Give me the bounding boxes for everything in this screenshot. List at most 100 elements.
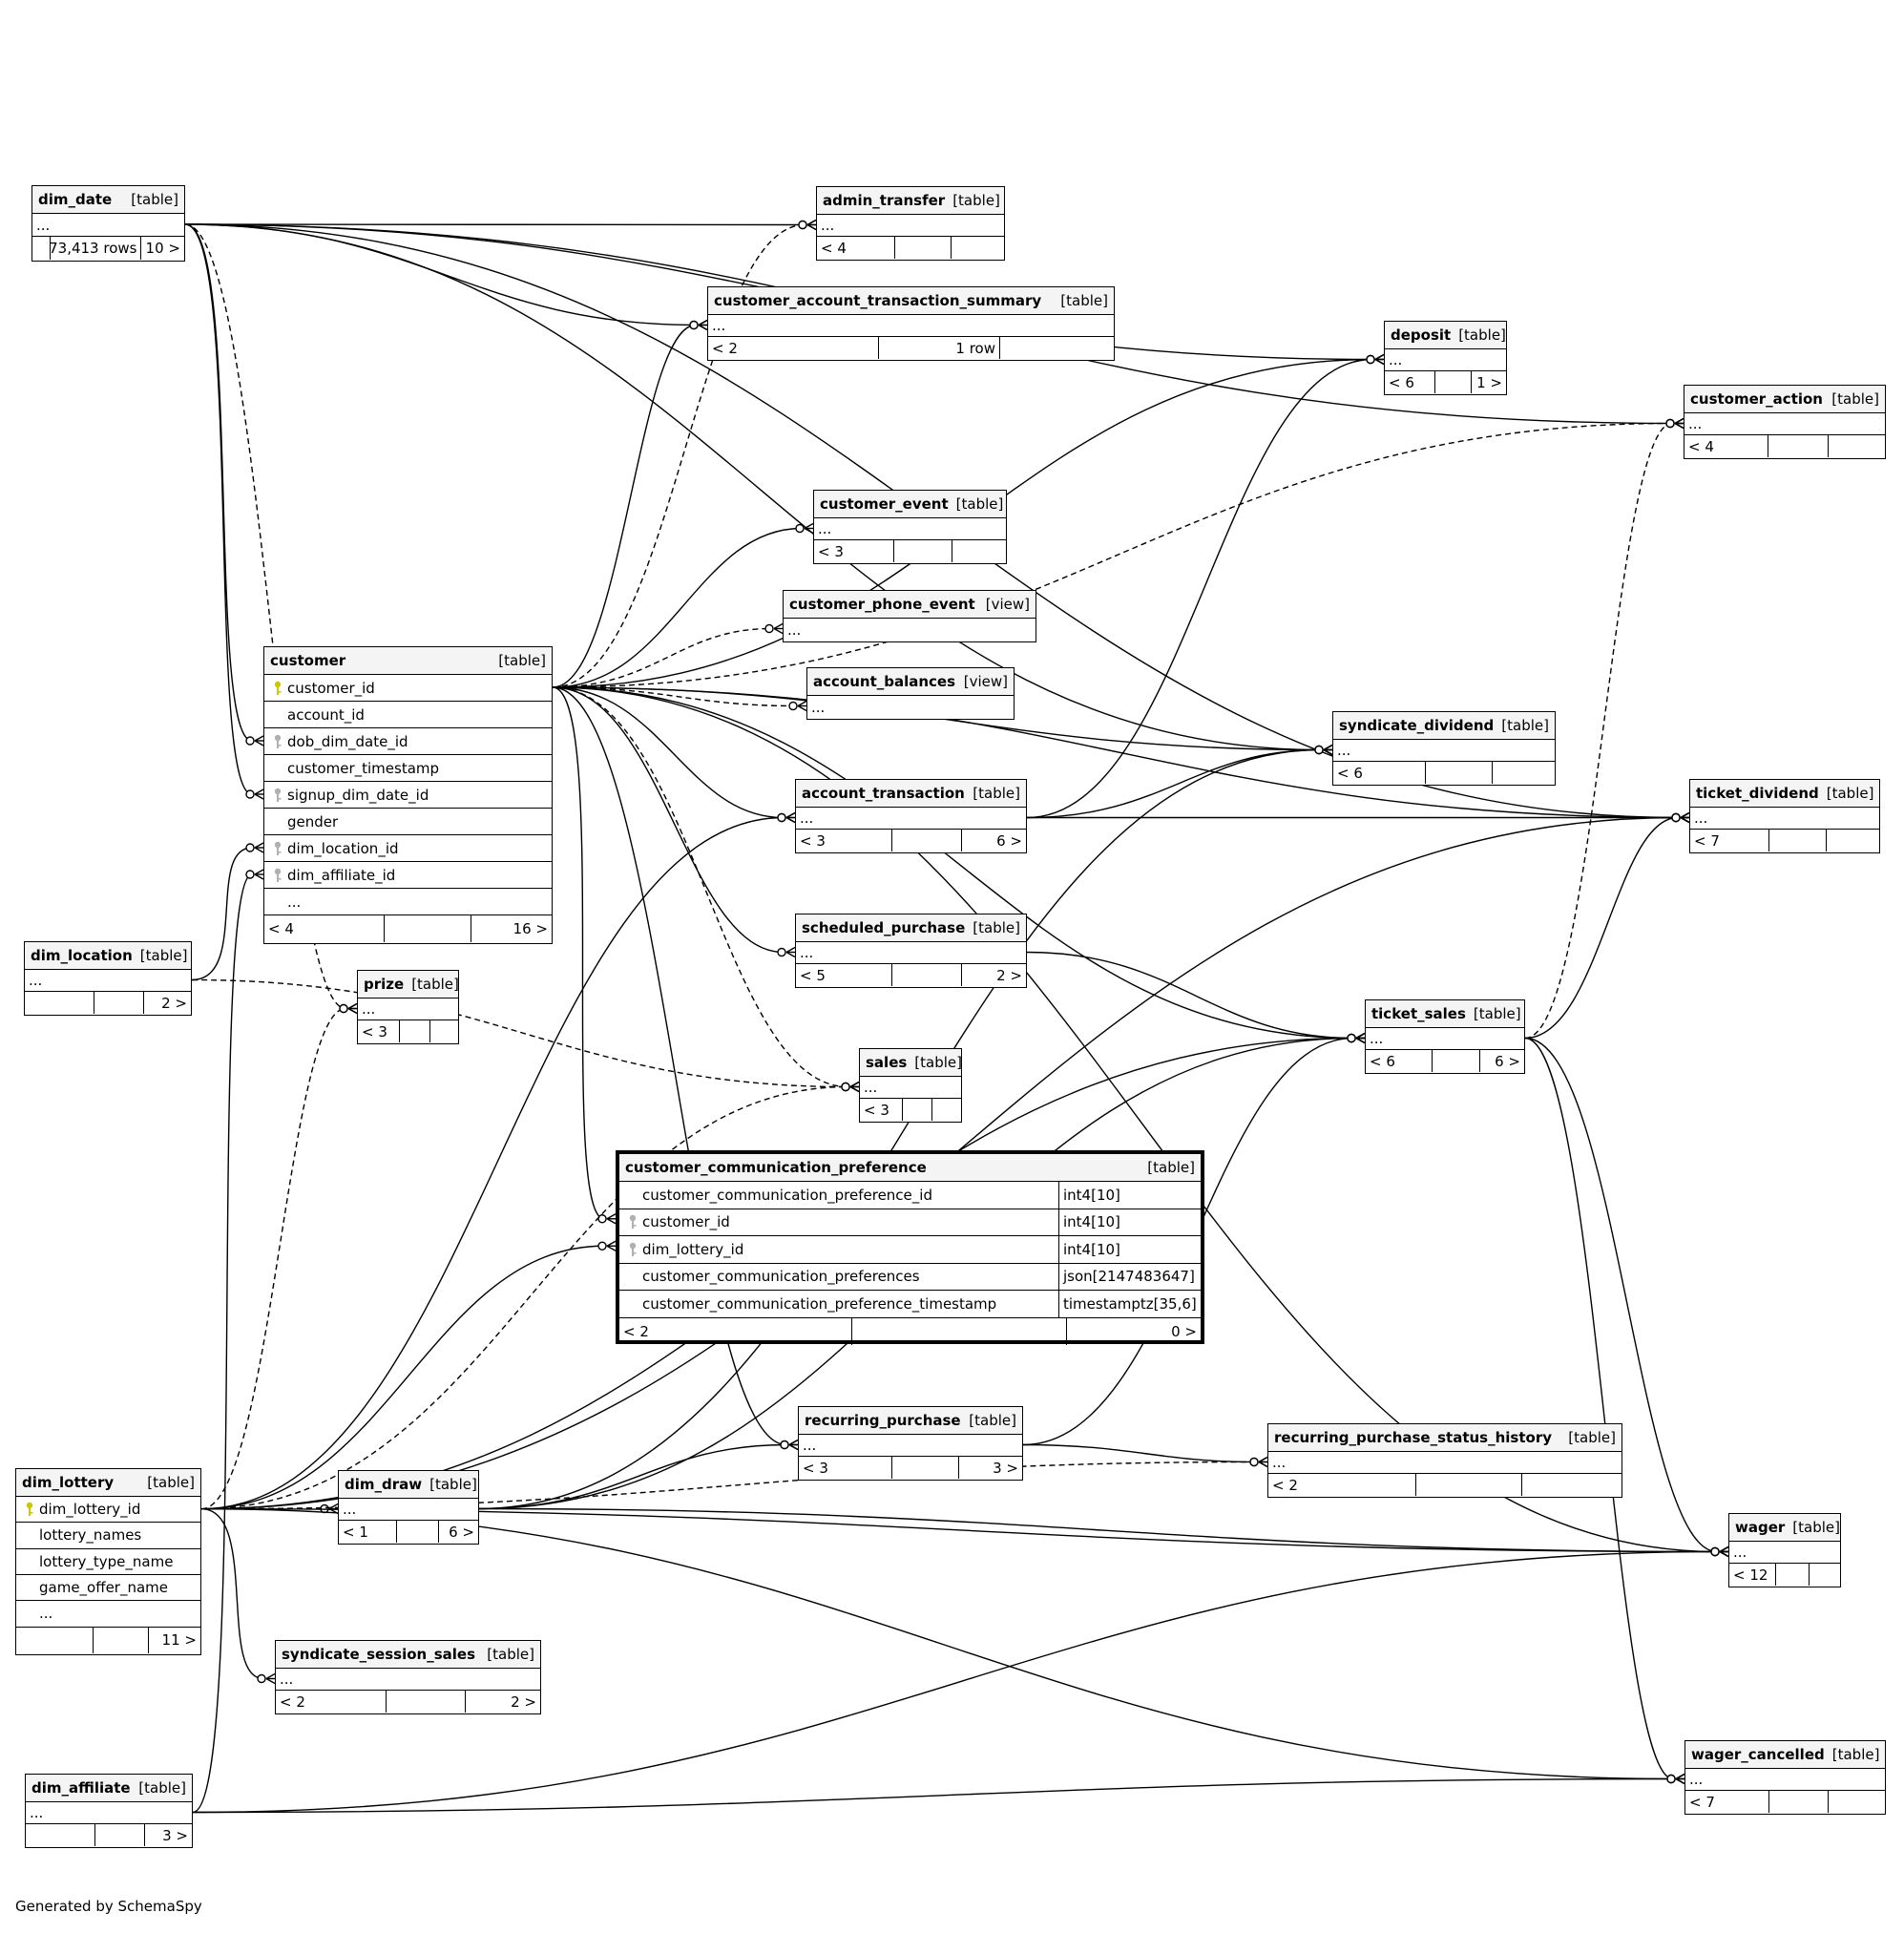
column-row[interactable]: ...	[784, 619, 1036, 641]
parents-count[interactable]: < 4	[264, 915, 386, 942]
parents-count[interactable]: < 3	[796, 830, 893, 851]
children-count[interactable]: 2 >	[996, 966, 1022, 984]
children-count[interactable]	[1829, 1791, 1885, 1813]
table-name[interactable]: scheduled_purchase	[802, 919, 966, 936]
parents-count[interactable]: < 4	[817, 237, 896, 259]
children-count[interactable]: 11 >	[161, 1631, 197, 1650]
column-row[interactable]: ...	[1268, 1452, 1622, 1474]
table-ccp[interactable]: customer_communication_preference[table]…	[616, 1150, 1204, 1345]
parents-count[interactable]: < 7	[1685, 1791, 1769, 1813]
column-row[interactable]: ...	[1729, 1542, 1840, 1564]
table-dim-location[interactable]: dim_location[table]...2 >	[24, 941, 192, 1016]
column-row[interactable]: dim_affiliate_id	[264, 862, 552, 889]
column-row[interactable]: customer_communication_preference_timest…	[619, 1291, 1201, 1318]
column-row[interactable]: account_id	[264, 702, 552, 728]
column-row[interactable]: ...	[1333, 740, 1555, 762]
column-row[interactable]: gender	[264, 809, 552, 835]
table-syndicate-dividend[interactable]: syndicate_dividend[table]...< 6	[1332, 711, 1556, 786]
table-name[interactable]: ticket_sales	[1371, 1005, 1466, 1022]
parents-count[interactable]: < 12	[1729, 1564, 1776, 1586]
column-row[interactable]: ...	[796, 942, 1026, 964]
table-name[interactable]: wager	[1735, 1519, 1786, 1536]
children-count[interactable]	[1810, 1564, 1840, 1586]
column-row[interactable]: ...	[32, 214, 184, 237]
table-name[interactable]: customer_communication_preference	[625, 1159, 927, 1176]
column-row[interactable]: lottery_names	[16, 1523, 200, 1549]
column-row[interactable]: ...	[1366, 1028, 1524, 1050]
table-customer-phone-event[interactable]: customer_phone_event[view]...	[783, 590, 1036, 642]
table-name[interactable]: syndicate_dividend	[1339, 717, 1495, 734]
column-row[interactable]: ...	[276, 1669, 540, 1691]
parents-count[interactable]: < 5	[796, 964, 893, 986]
parents-count[interactable]: < 7	[1690, 830, 1770, 851]
table-prize[interactable]: prize[table]...< 3	[357, 970, 459, 1044]
table-name[interactable]: ticket_dividend	[1696, 785, 1819, 802]
column-row[interactable]: ...	[807, 696, 1014, 718]
table-wager[interactable]: wager[table]...< 12	[1728, 1513, 1841, 1587]
table-name[interactable]: prize	[364, 976, 405, 993]
column-row[interactable]: ...	[339, 1499, 478, 1521]
table-name[interactable]: admin_transfer	[823, 192, 946, 209]
parents-count[interactable]: < 2	[1268, 1474, 1417, 1496]
children-count[interactable]: 2 >	[161, 994, 187, 1012]
parents-count[interactable]	[16, 1627, 94, 1653]
parents-count[interactable]	[25, 992, 95, 1014]
table-customer-action[interactable]: customer_action[table]...< 4	[1684, 385, 1886, 459]
parents-count[interactable]	[32, 237, 52, 260]
children-count[interactable]: 16 >	[513, 920, 548, 937]
column-row[interactable]: ...	[1385, 349, 1506, 371]
table-name[interactable]: customer_account_transaction_summary	[714, 292, 1042, 309]
table-name[interactable]: syndicate_session_sales	[282, 1646, 475, 1663]
table-name[interactable]: customer_event	[820, 495, 949, 513]
children-count[interactable]: 3 >	[993, 1459, 1018, 1477]
children-count[interactable]	[1000, 337, 1114, 359]
table-name[interactable]: dim_lottery	[22, 1474, 115, 1491]
column-row[interactable]: signup_dim_date_id	[264, 782, 552, 809]
column-row[interactable]: ...	[1690, 808, 1879, 830]
table-name[interactable]: wager_cancelled	[1691, 1746, 1825, 1763]
column-row[interactable]: ...	[860, 1077, 961, 1099]
table-name[interactable]: recurring_purchase	[805, 1412, 961, 1429]
table-cats[interactable]: customer_account_transaction_summary[tab…	[707, 286, 1115, 361]
children-count[interactable]	[1522, 1474, 1622, 1496]
table-name[interactable]: dim_location	[31, 947, 133, 964]
column-row[interactable]: ...	[26, 1802, 192, 1824]
column-row[interactable]: ...	[799, 1435, 1022, 1457]
children-count[interactable]: 6 >	[449, 1523, 474, 1541]
table-name[interactable]: dim_affiliate	[31, 1779, 131, 1797]
children-count[interactable]: 6 >	[1495, 1052, 1520, 1070]
table-name[interactable]: customer	[270, 652, 346, 669]
column-row[interactable]: ...	[1685, 1769, 1885, 1791]
table-customer-event[interactable]: customer_event[table]...< 3	[813, 490, 1007, 564]
children-count[interactable]	[430, 1020, 458, 1042]
parents-count[interactable]: < 2	[276, 1691, 387, 1713]
column-row[interactable]: lottery_type_name	[16, 1549, 200, 1575]
parents-count[interactable]: < 2	[708, 337, 879, 359]
column-row[interactable]: ...	[264, 889, 552, 915]
column-row[interactable]: ...	[817, 215, 1004, 237]
table-name[interactable]: dim_draw	[345, 1476, 423, 1493]
column-row[interactable]: customer_timestamp	[264, 755, 552, 782]
parents-count[interactable]: < 1	[339, 1521, 398, 1543]
column-row[interactable]: customer_id	[264, 675, 552, 702]
table-name[interactable]: sales	[866, 1054, 908, 1071]
table-sales[interactable]: sales[table]...< 3	[859, 1048, 962, 1123]
table-name[interactable]: recurring_purchase_status_history	[1274, 1429, 1552, 1446]
table-rpsh[interactable]: recurring_purchase_status_history[table]…	[1267, 1423, 1622, 1498]
column-row[interactable]: ...	[25, 970, 191, 992]
children-count[interactable]	[952, 540, 1006, 562]
table-name[interactable]: customer_action	[1690, 390, 1823, 408]
parents-count[interactable]: < 3	[358, 1020, 401, 1042]
column-row[interactable]: dob_dim_date_id	[264, 728, 552, 755]
column-row[interactable]: ...	[1684, 413, 1885, 435]
